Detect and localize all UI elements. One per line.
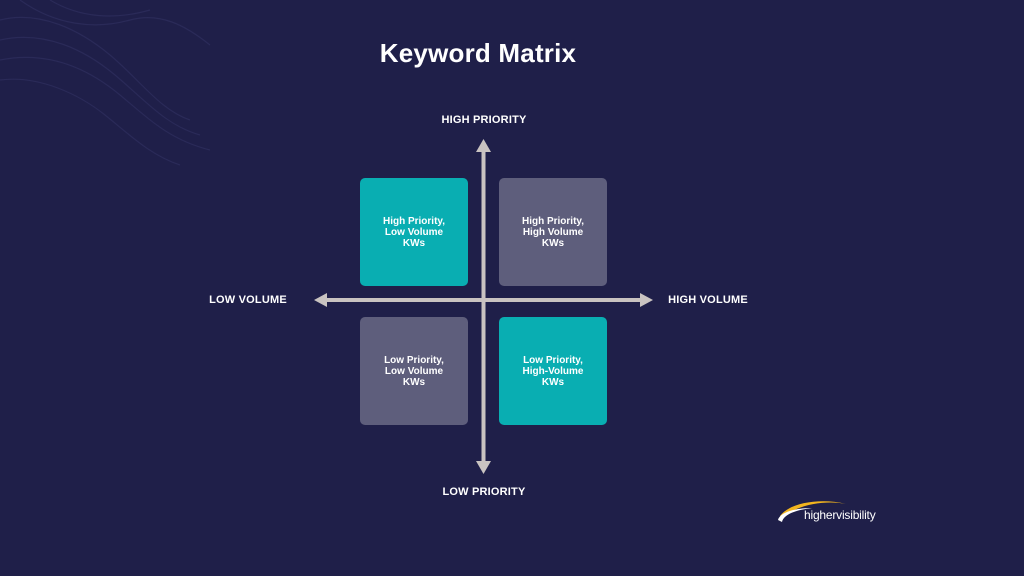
quadrant-label-line: High Priority, [382,215,446,227]
quadrant-label-line: Low Priority, [384,354,444,366]
arrow-up-icon [476,139,491,152]
quadrant-label-line: KWs [402,237,426,249]
quadrant-high-priority-high-volume: High Priority, High Volume KWs [499,178,607,286]
arrow-down-icon [476,461,491,474]
quadrant-label: High Priority, Low Volume KWs [371,216,457,249]
quadrant-high-priority-low-volume: High Priority, Low Volume KWs [360,178,468,286]
logo-swoosh-icon [778,501,846,522]
quadrant-label: Low Priority, High-Volume KWs [510,355,596,388]
page-title: Keyword Matrix [379,38,577,68]
quadrant-label-line: Low Priority, [523,354,583,366]
background-swirl-decoration [0,0,211,166]
arrow-left-icon [314,293,327,307]
quadrant-label-line: Low Volume [384,226,444,238]
vertical-axis [476,139,491,474]
quadrant-label: High Priority, High Volume KWs [510,216,596,249]
horizontal-axis [314,293,653,307]
quadrant-label-line: KWs [541,237,565,249]
axis-label-low-priority: LOW PRIORITY [442,486,526,498]
axis-label-low-volume: LOW VOLUME [209,294,287,306]
quadrant-label-line: Low Volume [384,365,444,377]
quadrant-label-line: KWs [541,376,565,388]
axis-label-high-priority: HIGH PRIORITY [441,114,527,126]
quadrant-low-priority-low-volume: Low Priority, Low Volume KWs [360,317,468,425]
axis-label-high-volume: HIGH VOLUME [668,294,748,306]
logo-text: highervisibility [804,508,876,522]
quadrant-label-line: High Volume [522,226,584,238]
highervisibility-logo: highervisibility [776,496,886,532]
quadrant-label-line: High-Volume [522,365,584,377]
arrow-right-icon [640,293,653,307]
quadrant-low-priority-high-volume: Low Priority, High-Volume KWs [499,317,607,425]
quadrant-label-line: High Priority, [521,215,585,227]
quadrant-label: Low Priority, Low Volume KWs [371,355,457,388]
quadrant-label-line: KWs [402,376,426,388]
